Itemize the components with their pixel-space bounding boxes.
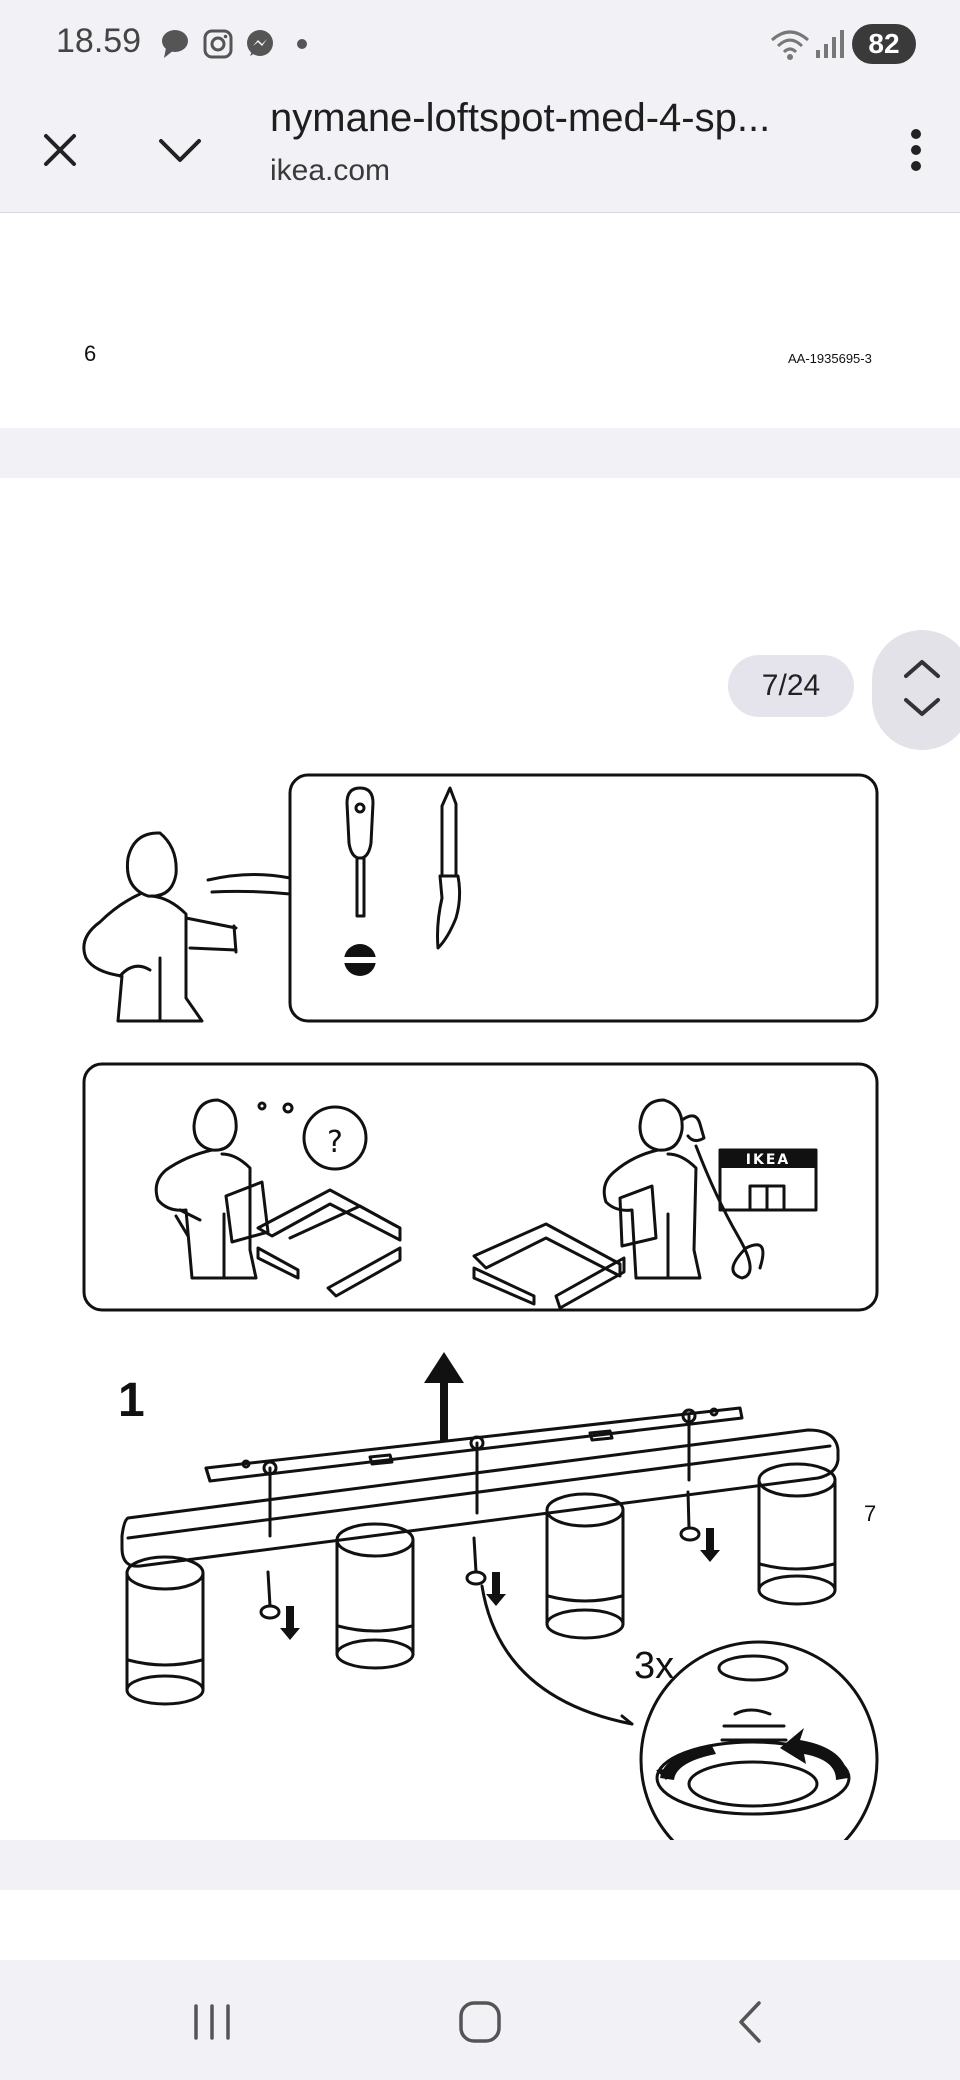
home-button[interactable] xyxy=(440,1990,520,2054)
chat-icon xyxy=(160,28,190,60)
step-number: 1 xyxy=(118,1374,145,1427)
document-code: AA-1935695-3 xyxy=(788,351,872,366)
page-indicator: 7/24 xyxy=(728,655,854,717)
notification-dot-icon xyxy=(296,38,308,50)
pdf-page-8 xyxy=(0,1890,960,1960)
page-number-6: 6 xyxy=(84,341,97,366)
chevron-up-down-icon xyxy=(904,660,940,716)
pdf-viewer[interactable]: 6 AA-1935695-3 xyxy=(0,213,960,1960)
page-title: nymane-loftspot-med-4-sp... xyxy=(270,96,771,140)
more-options-button[interactable] xyxy=(884,118,948,182)
collapse-button[interactable] xyxy=(148,118,212,182)
page-domain: ikea.com xyxy=(270,154,391,187)
status-bar: 18.59 82 xyxy=(0,0,960,88)
wifi-icon xyxy=(768,26,812,62)
recent-apps-icon xyxy=(194,2004,230,2040)
home-icon xyxy=(459,2001,501,2043)
instagram-icon xyxy=(202,28,234,60)
more-vertical-icon xyxy=(911,129,921,171)
page-scroll-handle[interactable] xyxy=(872,630,960,750)
signal-icon xyxy=(814,28,844,60)
messenger-icon xyxy=(244,28,276,60)
pdf-page-6: 6 AA-1935695-3 xyxy=(0,213,960,428)
back-icon xyxy=(739,2001,761,2043)
close-tab-button[interactable] xyxy=(28,118,92,182)
question-mark-symbol: ? xyxy=(327,1125,343,1160)
chevron-down-icon xyxy=(159,139,201,162)
battery-level: 82 xyxy=(852,24,916,64)
browser-toolbar: nymane-loftspot-med-4-sp... ikea.com xyxy=(0,88,960,214)
page-number-7: 7 xyxy=(864,1501,877,1526)
back-button[interactable] xyxy=(710,1990,790,2054)
recent-apps-button[interactable] xyxy=(172,1990,252,2054)
assembly-instructions-illustration: ? IKEA 1 3x xyxy=(82,773,879,1840)
system-navigation-bar xyxy=(0,1960,960,2080)
ikea-store-sign: IKEA xyxy=(746,1152,790,1168)
close-icon xyxy=(44,134,76,166)
quantity-multiplier: 3x xyxy=(634,1645,674,1687)
status-time: 18.59 xyxy=(56,22,142,60)
